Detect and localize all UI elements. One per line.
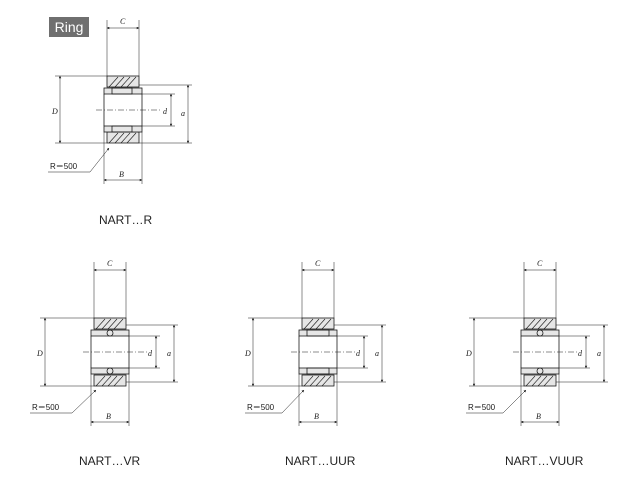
label-d-bore: d bbox=[163, 107, 168, 116]
label-b: B bbox=[314, 412, 319, 421]
label-a: a bbox=[597, 349, 601, 358]
label-r: R＝500 bbox=[32, 403, 60, 412]
label-b: B bbox=[536, 412, 541, 421]
label-d-outer: D bbox=[36, 349, 43, 358]
label-c: C bbox=[120, 17, 126, 26]
diagram-nart-vr: C D d a B R＝500 bbox=[30, 259, 178, 426]
label-d-bore: d bbox=[148, 349, 153, 358]
label-c: C bbox=[107, 259, 113, 268]
label-r: R＝500 bbox=[468, 403, 496, 412]
section-label-ring: Ring bbox=[49, 17, 89, 37]
label-c: C bbox=[315, 259, 321, 268]
label-d-outer: D bbox=[51, 107, 58, 116]
label-d-outer: D bbox=[465, 349, 472, 358]
diagram-nart-uur: C D d a B R＝500 bbox=[244, 259, 386, 426]
label-d-outer: D bbox=[244, 349, 251, 358]
label-a: a bbox=[167, 349, 171, 358]
outer-ring-top bbox=[106, 75, 140, 88]
label-c: C bbox=[537, 259, 543, 268]
label-d-bore: d bbox=[356, 349, 361, 358]
caption-nart-vr: NART…VR bbox=[79, 454, 141, 468]
label-b: B bbox=[119, 170, 124, 179]
label-r: R＝500 bbox=[50, 162, 78, 171]
label-b: B bbox=[106, 412, 111, 421]
label-r: R＝500 bbox=[247, 403, 275, 412]
outer-ring-bottom bbox=[106, 131, 140, 144]
label-a: a bbox=[375, 349, 379, 358]
label-a: a bbox=[181, 109, 185, 118]
caption-nart-r: NART…R bbox=[99, 213, 153, 227]
diagram-nart-r: C D d a B R＝500 bbox=[48, 17, 192, 184]
diagram-nart-vuur: C D d a B R＝500 bbox=[465, 259, 608, 426]
caption-nart-vuur: NART…VUUR bbox=[505, 454, 584, 468]
label-d-bore: d bbox=[578, 349, 583, 358]
caption-nart-uur: NART…UUR bbox=[285, 454, 356, 468]
